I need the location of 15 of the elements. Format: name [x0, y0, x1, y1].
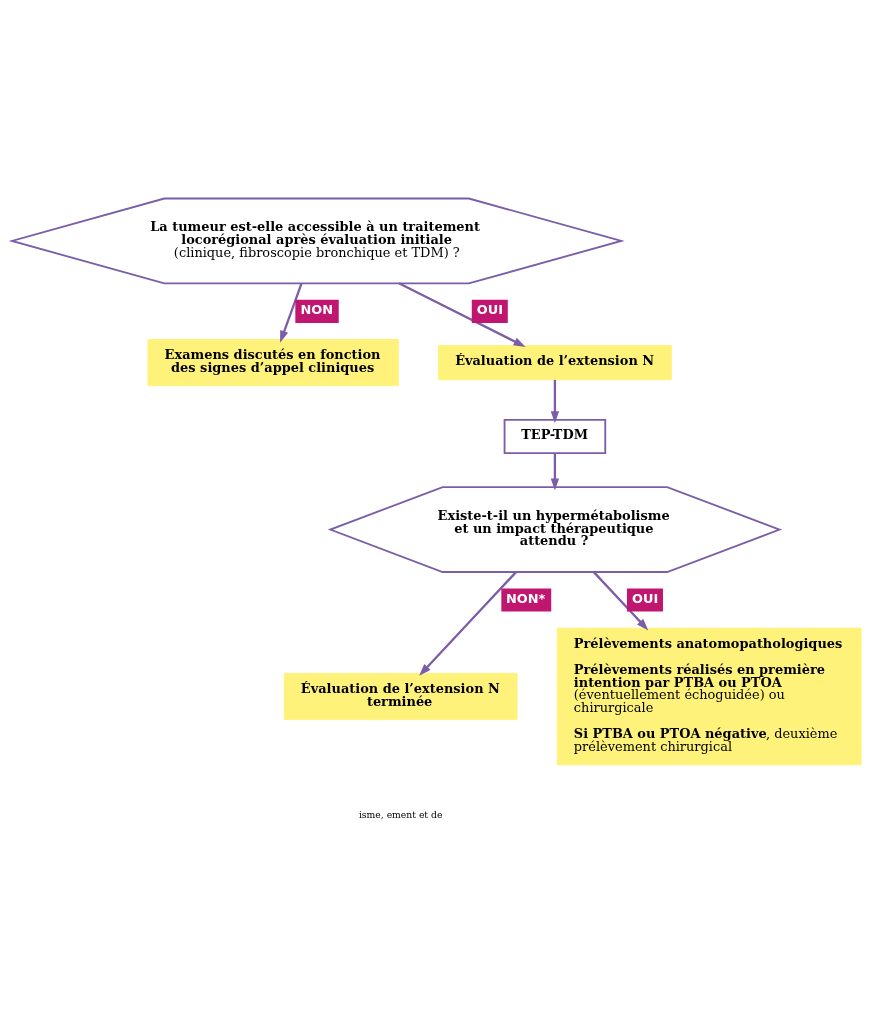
arrow	[550, 379, 560, 424]
arrow	[280, 283, 303, 343]
arrow	[398, 282, 526, 347]
arrow	[593, 571, 649, 631]
edge-label: OUI	[632, 590, 659, 606]
node-box: Évaluation de l’extension N terminée	[283, 672, 518, 721]
arrow	[550, 453, 560, 491]
edge-label: NON	[300, 302, 334, 318]
node-box: TEP-TDM	[503, 418, 607, 455]
node-box: Prélèvements anatomopathologiques Prélèvements réalisés en première intention par PTBA ou PTOA (éventuellement échoguidée) ou chirurgicale Si PTBA ou PTOA négative, deuxième prélèvement chirurgical	[556, 627, 862, 766]
edge-label: OUI	[476, 302, 504, 318]
node-box: Évaluation de l’extension N	[438, 345, 672, 381]
node-box: Examens discutés en fonction des signes d’appel cliniques	[147, 339, 399, 387]
edge-label: NON*	[505, 590, 546, 606]
label: isme, ement et de	[358, 808, 443, 820]
